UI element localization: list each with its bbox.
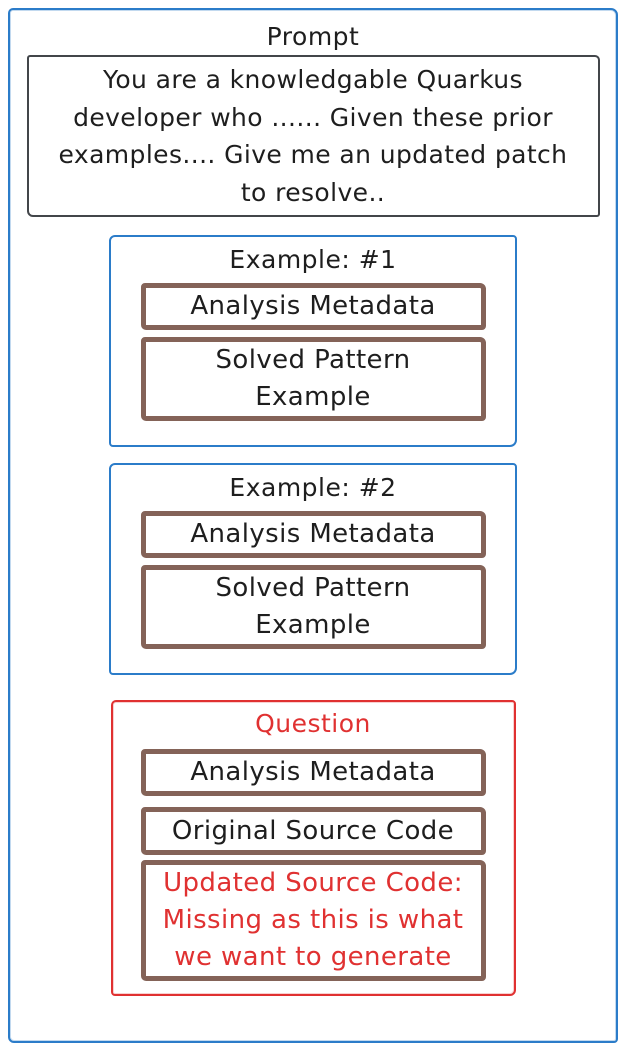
prompt-title: Prompt	[266, 22, 360, 51]
system-instruction-box: You are a knowledgable Quarkus developer…	[26, 55, 600, 217]
example-2-solved-pattern-box: Solved Pattern Example	[140, 565, 486, 649]
example-1-solved-pattern-box: Solved Pattern Example	[140, 337, 486, 421]
question-analysis-metadata-box: Analysis Metadata	[140, 749, 486, 796]
example-1-frame: Example: #1 Analysis Metadata Solved Pat…	[109, 235, 517, 447]
system-instruction-text: You are a knowledgable Quarkus developer…	[58, 65, 568, 207]
example-2-frame: Example: #2 Analysis Metadata Solved Pat…	[109, 463, 517, 675]
example-2-analysis-metadata-box: Analysis Metadata	[140, 511, 486, 558]
prompt-frame: Prompt You are a knowledgable Quarkus de…	[8, 8, 618, 1043]
example-1-analysis-metadata-box: Analysis Metadata	[140, 283, 486, 330]
question-original-source-code-box: Original Source Code	[140, 807, 486, 855]
example-2-title: Example: #2	[229, 473, 397, 502]
example-1-title: Example: #1	[229, 245, 397, 274]
question-updated-source-code-box: Updated Source Code: Missing as this is …	[140, 860, 486, 981]
question-title: Question	[255, 709, 371, 738]
question-frame: Question Analysis Metadata Original Sour…	[110, 700, 516, 996]
